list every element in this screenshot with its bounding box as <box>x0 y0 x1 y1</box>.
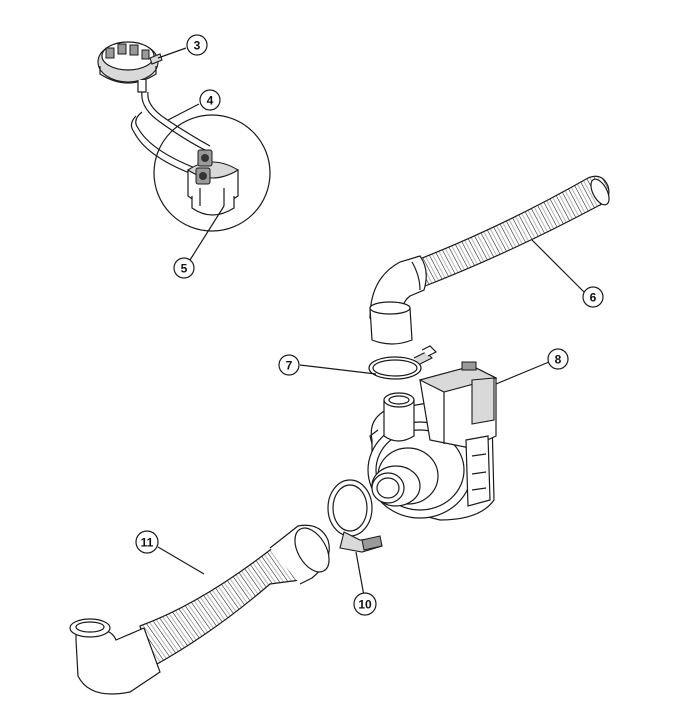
callout-8: 8 <box>547 348 569 370</box>
callout-10: 10 <box>353 592 377 616</box>
callout-label-3: 3 <box>194 39 201 53</box>
small-clamp-part <box>368 345 438 380</box>
callout-5: 5 <box>173 257 195 279</box>
large-clamp-part <box>327 479 383 553</box>
callout-label-6: 6 <box>590 291 597 305</box>
drain-hose-part <box>369 175 610 345</box>
callout-label-5: 5 <box>181 262 188 276</box>
callout-11: 11 <box>135 530 159 554</box>
callout-6: 6 <box>582 286 604 308</box>
callout-label-7: 7 <box>286 359 293 373</box>
callout-4: 4 <box>199 89 221 111</box>
pressure-hose-part <box>130 91 211 175</box>
callout-label-11: 11 <box>141 536 154 550</box>
callout-7: 7 <box>278 354 300 376</box>
pressure-switch-part <box>97 41 163 93</box>
callout-label-4: 4 <box>207 94 214 108</box>
callout-label-8: 8 <box>555 353 562 367</box>
leader-lines <box>157 47 585 597</box>
air-chamber-detail <box>153 114 271 232</box>
callout-label-10: 10 <box>358 598 372 612</box>
inlet-hose-part <box>69 524 330 695</box>
drain-pump-part <box>367 361 498 521</box>
callout-3: 3 <box>186 34 208 56</box>
